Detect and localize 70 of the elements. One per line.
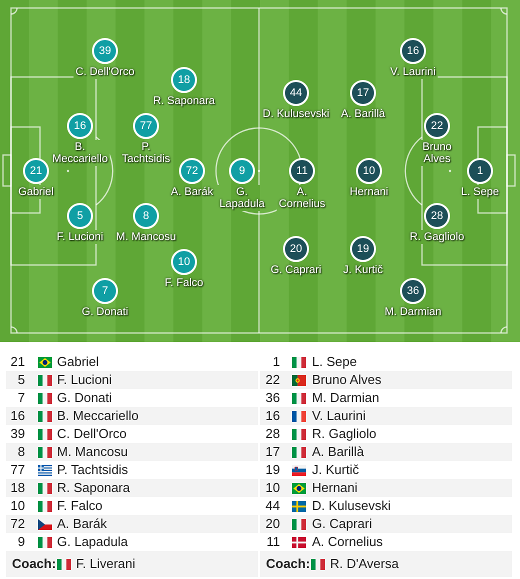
- player-name: Gabriel: [57, 353, 99, 371]
- shirt-number: 5: [18, 371, 25, 389]
- player-name: G. Caprari: [312, 515, 372, 533]
- player-name: M. Darmian: [312, 389, 380, 407]
- shirt-number: 21: [10, 353, 25, 371]
- coach-name: R. D'Aversa: [330, 555, 399, 573]
- player-name: F. Falco: [164, 277, 204, 289]
- player-name: A. Barillà: [340, 108, 386, 120]
- shirt-number: 16: [266, 407, 280, 425]
- player-name: A. Cornelius: [278, 186, 326, 210]
- player-name: Hernani: [350, 186, 388, 198]
- player-name: Gabriel: [18, 186, 54, 198]
- player-name: V. Laurini: [390, 66, 436, 78]
- player-name: P. Tachtsidis: [57, 461, 128, 479]
- player-name: J. Kurtič: [312, 461, 359, 479]
- player-name: R. Gagliolo: [410, 231, 464, 243]
- player-name: A. Barák: [170, 186, 214, 198]
- shirt-number: 18: [10, 479, 25, 497]
- player-name: G. Donati: [57, 389, 112, 407]
- player-name: D. Kulusevski: [312, 497, 391, 515]
- coach-label: Coach:: [12, 555, 56, 573]
- shirt-number: 10: [10, 497, 25, 515]
- player-name: M. Darmian: [384, 306, 442, 318]
- player-name: C. Dell'Orco: [57, 425, 127, 443]
- player-name: M. Mancosu: [57, 443, 128, 461]
- shirt-number: 9: [18, 533, 25, 551]
- player-name: A. Barák: [57, 515, 107, 533]
- shirt-number: 36: [266, 389, 280, 407]
- shirt-number: 1: [272, 353, 280, 371]
- shirt-number: 8: [18, 443, 25, 461]
- shirt-number: 28: [266, 425, 280, 443]
- player-name: M. Mancosu: [116, 231, 176, 243]
- player-name: L. Sepe: [461, 186, 499, 198]
- player-name: G. Lapadula: [57, 533, 128, 551]
- shirt-number: 22: [266, 371, 280, 389]
- shirt-number: 19: [266, 461, 280, 479]
- player-name: A. Barillà: [312, 443, 364, 461]
- player-name: F. Lucioni: [56, 231, 104, 243]
- shirt-number: 77: [10, 461, 25, 479]
- player-name: G. Lapadula: [219, 186, 265, 210]
- player-name: A. Cornelius: [312, 533, 383, 551]
- player-name: B. Meccariello: [52, 141, 108, 165]
- coach-label: Coach:: [266, 555, 310, 573]
- player-name: J. Kurtič: [343, 264, 383, 276]
- shirt-number: 17: [266, 443, 280, 461]
- player-name: R. Gagliolo: [312, 425, 376, 443]
- player-name: Bruno Alves: [422, 141, 452, 165]
- shirt-number: 20: [266, 515, 280, 533]
- player-name: V. Laurini: [312, 407, 366, 425]
- shirt-number: 10: [266, 479, 280, 497]
- shirt-number: 39: [10, 425, 25, 443]
- player-name: C. Dell'Orco: [76, 66, 134, 78]
- player-name: F. Falco: [57, 497, 103, 515]
- player-name: L. Sepe: [312, 353, 357, 371]
- player-name: G. Caprari: [270, 264, 322, 276]
- shirt-number: 7: [18, 389, 25, 407]
- player-name: P. Tachtsidis: [122, 141, 170, 165]
- shirt-number: 16: [10, 407, 25, 425]
- player-name: Bruno Alves: [312, 371, 382, 389]
- player-name: D. Kulusevski: [262, 108, 330, 120]
- shirt-number: 72: [10, 515, 25, 533]
- player-name: Hernani: [312, 479, 358, 497]
- coach-name: F. Liverani: [76, 555, 136, 573]
- player-name: G. Donati: [82, 306, 128, 318]
- shirt-number: 44: [266, 497, 280, 515]
- shirt-number: 11: [266, 533, 280, 551]
- player-name: B. Meccariello: [57, 407, 139, 425]
- player-name: R. Saponara: [57, 479, 130, 497]
- player-name: R. Saponara: [153, 95, 215, 107]
- player-name: F. Lucioni: [57, 371, 112, 389]
